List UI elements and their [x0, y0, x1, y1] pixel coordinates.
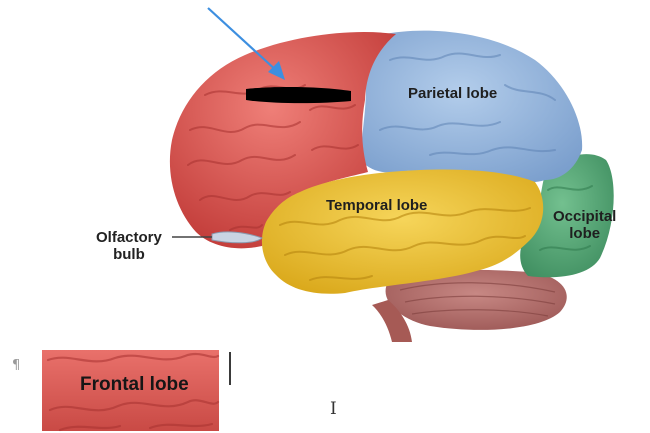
occipital-label-line-2: lobe: [553, 225, 616, 242]
redaction-bar: [246, 87, 351, 103]
parietal-lobe: [360, 31, 582, 183]
olfactory-label-line-1: Olfactory: [96, 229, 162, 246]
temporal-lobe-label: Temporal lobe: [326, 197, 427, 214]
olfactory-label-line-2: bulb: [96, 246, 162, 263]
occipital-label-line-1: Occipital: [553, 208, 616, 225]
olfactory-bulb-label: Olfactory bulb: [96, 229, 162, 263]
paragraph-mark: ¶: [12, 358, 20, 373]
frontal-lobe-label: Frontal lobe: [80, 374, 189, 396]
parietal-lobe-label: Parietal lobe: [408, 85, 497, 102]
text-insertion-cursor: [229, 352, 231, 385]
occipital-lobe-label: Occipital lobe: [553, 208, 616, 242]
i-beam-cursor-icon: I: [330, 399, 337, 419]
